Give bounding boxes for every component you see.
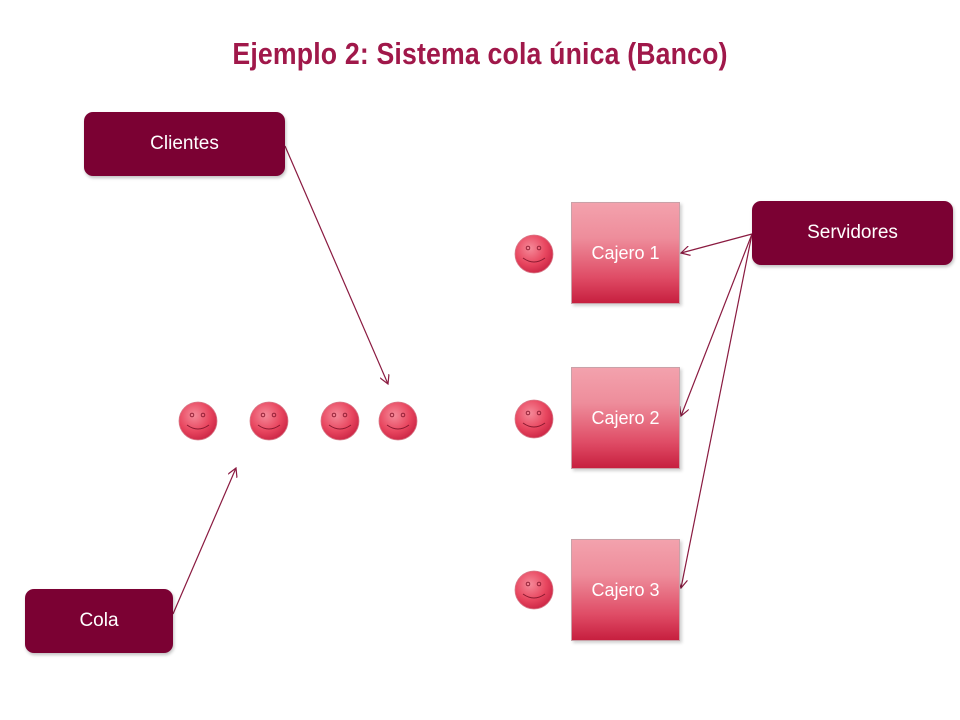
cajero-3-label: Cajero 3 bbox=[591, 579, 660, 600]
clientes-label: Clientes bbox=[150, 133, 219, 154]
served-customer-1-smiley-icon bbox=[514, 234, 554, 274]
servidores-box: Servidores bbox=[752, 201, 953, 265]
served-customer-2-smiley-icon bbox=[514, 399, 554, 439]
page-title: Ejemplo 2: Sistema cola única (Banco) bbox=[232, 36, 728, 71]
queue-customer-2-smiley-icon bbox=[249, 401, 289, 441]
cajero-1-box: Cajero 1 bbox=[571, 202, 680, 304]
arrow-cola-to-queue bbox=[172, 468, 236, 615]
cola-label: Cola bbox=[79, 610, 119, 631]
arrow-servidores-to-cajero-2 bbox=[681, 233, 753, 416]
cajero-3-box: Cajero 3 bbox=[571, 539, 680, 641]
queue-customer-3-smiley-icon bbox=[320, 401, 360, 441]
cajero-2-box: Cajero 2 bbox=[571, 367, 680, 469]
served-customer-3-smiley-icon bbox=[514, 570, 554, 610]
cola-box: Cola bbox=[25, 589, 173, 653]
cajero-1-label: Cajero 1 bbox=[591, 242, 660, 263]
clientes-box: Clientes bbox=[84, 112, 285, 176]
queue-customer-1-smiley-icon bbox=[178, 401, 218, 441]
arrow-servidores-to-cajero-1 bbox=[681, 233, 753, 253]
servidores-label: Servidores bbox=[807, 222, 898, 243]
queue-customer-4-smiley-icon bbox=[378, 401, 418, 441]
arrow-servidores-to-cajero-3 bbox=[681, 233, 753, 588]
cajero-2-label: Cajero 2 bbox=[591, 407, 660, 428]
arrow-clientes-to-queue bbox=[284, 145, 388, 384]
